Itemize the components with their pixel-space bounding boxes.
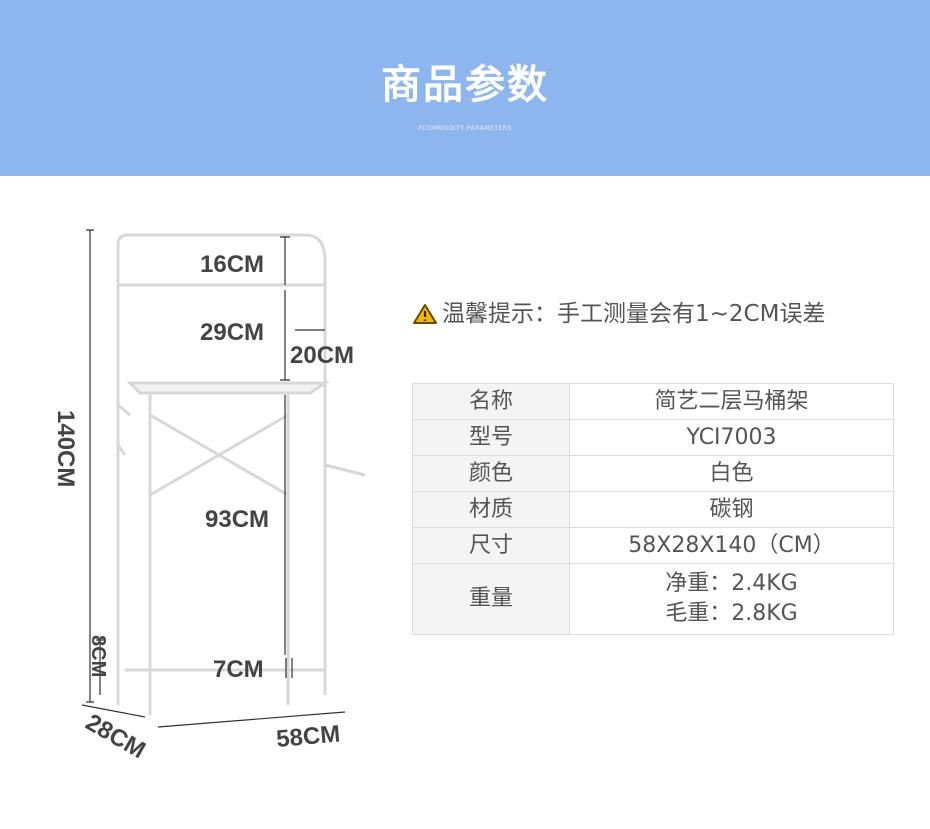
measurement-tip: 温馨提示：手工测量会有1~2CM误差 [412, 298, 825, 330]
table-row: 颜色白色 [412, 455, 894, 492]
page-title: 商品参数 [381, 62, 549, 108]
gross-weight: 毛重：2.8KG [665, 601, 798, 626]
dim-bottom-side: 8CM [87, 635, 109, 677]
dim-shelf-depth: 20CM [290, 342, 354, 369]
tip-text: 温馨提示：手工测量会有1~2CM误差 [442, 301, 826, 327]
header-banner: 商品参数 FCOMMODITY PARAMETERS [0, 0, 930, 176]
page-subtitle: FCOMMODITY PARAMETERS [418, 125, 512, 132]
table-row: 材质碳钢 [412, 491, 894, 528]
dim-top-gap: 16CM [200, 251, 264, 278]
dim-mid-gap: 29CM [200, 319, 264, 346]
dim-height: 140CM [52, 410, 79, 487]
dim-width: 58CM [275, 720, 341, 752]
warning-icon [413, 304, 437, 324]
dim-depth: 28CM [81, 709, 150, 764]
table-row: 名称简艺二层马桶架 [412, 383, 894, 420]
product-dimension-diagram: 16CM 29CM 20CM 93CM 7CM 58CM 140CM 8CM 2… [52, 229, 366, 764]
dim-lower-gap: 93CM [205, 506, 269, 533]
dim-bottom-bar: 7CM [213, 656, 264, 683]
net-weight: 净重：2.4KG [665, 571, 798, 596]
